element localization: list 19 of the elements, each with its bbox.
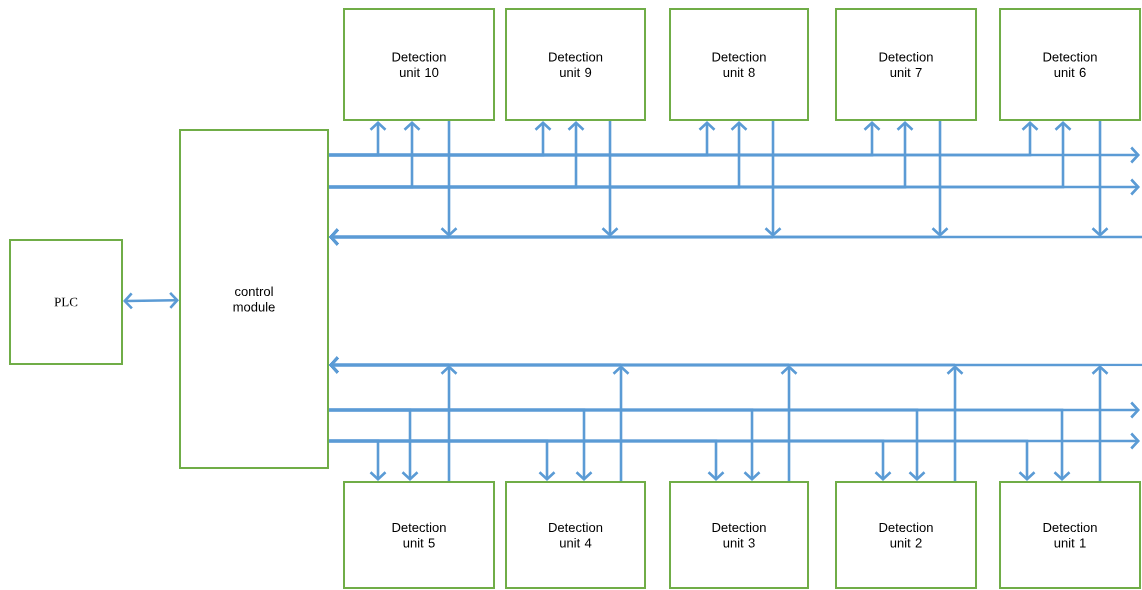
unit-box: Detection unit 10	[343, 8, 495, 121]
unit-box: Detection unit 9	[505, 8, 646, 121]
arrow	[329, 178, 1140, 196]
arrow	[329, 121, 1142, 246]
unit-box: Detection unit 4	[505, 481, 646, 589]
control-module-box: control module	[179, 129, 329, 469]
unit-box: Detection unit 1	[999, 481, 1141, 589]
unit-box: Detection unit 3	[669, 481, 809, 589]
unit-box: Detection unit 7	[835, 8, 977, 121]
arrow	[329, 401, 1140, 419]
unit-box: Detection unit 5	[343, 481, 495, 589]
unit-box: Detection unit 6	[999, 8, 1141, 121]
plc-box: PLC	[9, 239, 123, 365]
unit-box: Detection unit 8	[669, 8, 809, 121]
arrow	[329, 432, 1140, 450]
arrow	[329, 146, 1140, 164]
double-arrow	[123, 291, 179, 310]
arrow	[329, 356, 1142, 481]
unit-box: Detection unit 2	[835, 481, 977, 589]
